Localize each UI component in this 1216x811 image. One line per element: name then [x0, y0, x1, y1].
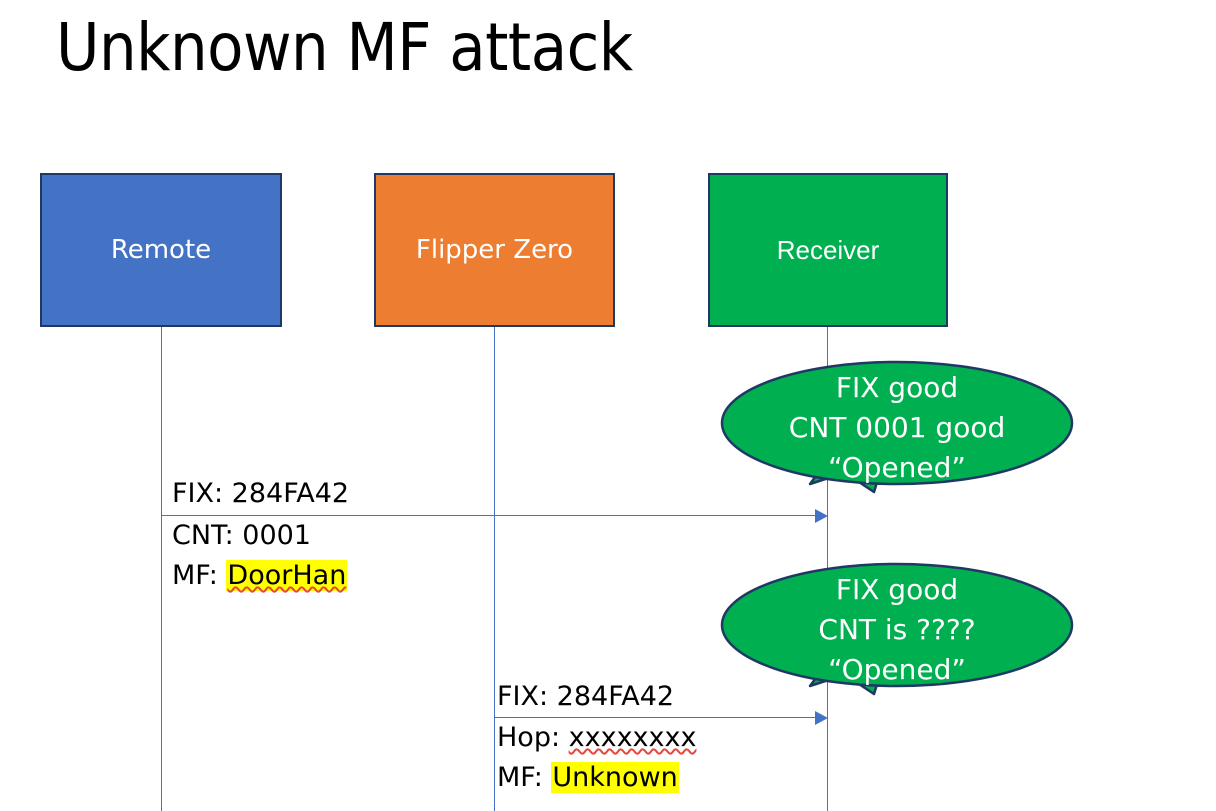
actor-box-receiver[interactable]: Receiver [708, 173, 948, 327]
message-2-line-3-label: MF: [497, 762, 552, 793]
message-1-line-2-label: CNT: [172, 520, 243, 551]
message-2-line-1-value: 284FA42 [556, 681, 675, 712]
speech-bubble-2[interactable]: FIX good CNT is ???? “Opened” [714, 558, 1080, 726]
speech-bubble-1[interactable]: FIX good CNT 0001 good “Opened” [714, 356, 1080, 524]
message-arrow-head-2 [815, 711, 828, 725]
message-2-line-1-label: FIX: [497, 681, 557, 712]
message-1-line-3-label: MF: [172, 560, 227, 591]
message-2-line-2: Hop: xxxxxxxx [497, 718, 696, 758]
message-1-line-1-value: 284FA42 [231, 478, 350, 509]
message-2-line-1: FIX: 284FA42 [497, 677, 674, 717]
actor-label-receiver: Receiver [776, 234, 880, 265]
message-1-line-1: FIX: 284FA42 [172, 474, 349, 514]
message-arrow-head-1 [815, 509, 828, 523]
slide-title: Unknown MF attack [56, 9, 633, 86]
speech-bubble-1-shape [720, 360, 1074, 494]
message-1-line-3-value: DoorHan [226, 560, 348, 591]
message-2-line-2-label: Hop: [497, 722, 569, 753]
message-2-line-3: MF: Unknown [497, 758, 679, 798]
actor-box-remote[interactable]: Remote [40, 173, 282, 327]
message-1-line-3: MF: DoorHan [172, 556, 348, 596]
lifeline-flipper [494, 327, 495, 811]
message-arrow-line-2 [494, 717, 819, 718]
message-1-line-2-value: 0001 [242, 520, 311, 551]
message-1-line-2: CNT: 0001 [172, 516, 311, 556]
message-2-line-3-value: Unknown [551, 762, 679, 793]
actor-box-flipper[interactable]: Flipper Zero [374, 173, 615, 327]
lifeline-remote [161, 327, 162, 811]
speech-bubble-2-shape [720, 562, 1074, 696]
actor-label-flipper: Flipper Zero [415, 235, 574, 265]
message-arrow-line-1 [161, 515, 819, 516]
actor-label-remote: Remote [110, 235, 212, 265]
message-1-line-1-label: FIX: [172, 478, 232, 509]
message-2-line-2-value: xxxxxxxx [568, 722, 697, 753]
